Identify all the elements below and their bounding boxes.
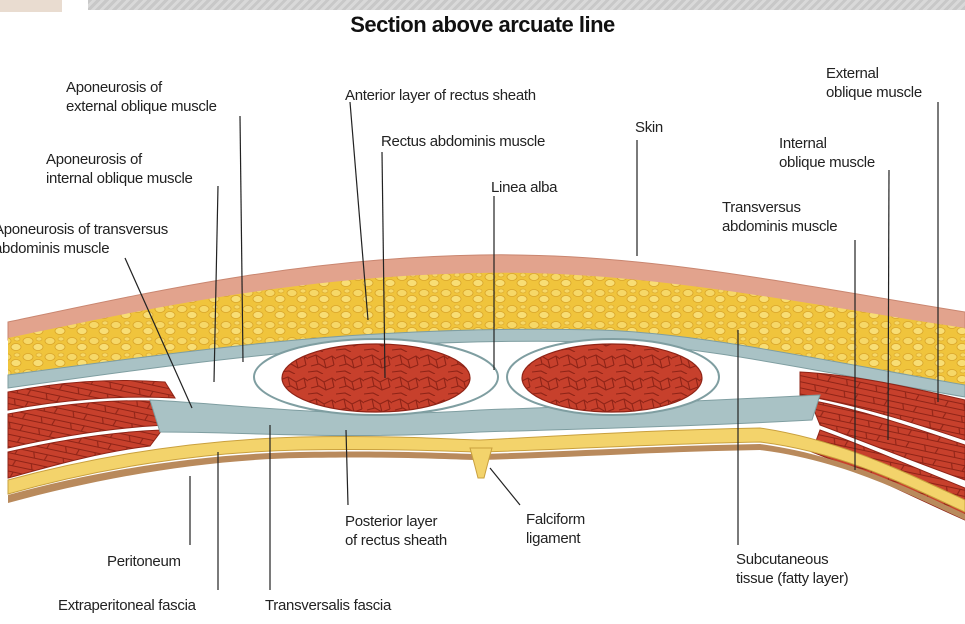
label-aponeurosis-transversus: Aponeurosis of transversus abdominis mus… bbox=[0, 220, 168, 258]
label-linea-alba: Linea alba bbox=[491, 178, 557, 197]
label-internal-oblique: Internal oblique muscle bbox=[779, 134, 875, 172]
label-anterior-layer-rectus-sheath: Anterior layer of rectus sheath bbox=[345, 86, 536, 105]
label-aponeurosis-internal-oblique: Aponeurosis of internal oblique muscle bbox=[46, 150, 193, 188]
label-transversus-abdominis: Transversus abdominis muscle bbox=[722, 198, 837, 236]
label-transversalis-fascia: Transversalis fascia bbox=[265, 596, 391, 615]
label-rectus-abdominis: Rectus abdominis muscle bbox=[381, 132, 545, 151]
label-skin: Skin bbox=[635, 118, 663, 137]
label-external-oblique: External oblique muscle bbox=[826, 64, 922, 102]
right-rectus-abdominis bbox=[522, 344, 702, 412]
falciform-ligament-shape bbox=[470, 448, 492, 478]
label-posterior-layer-rectus-sheath: Posterior layer of rectus sheath bbox=[345, 512, 447, 550]
label-peritoneum: Peritoneum bbox=[107, 552, 181, 571]
label-falciform-ligament: Falciform ligament bbox=[526, 510, 585, 548]
left-rectus-abdominis bbox=[282, 344, 470, 412]
label-aponeurosis-external-oblique: Aponeurosis of external oblique muscle bbox=[66, 78, 217, 116]
label-extraperitoneal-fascia: Extraperitoneal fascia bbox=[58, 596, 196, 615]
label-subcutaneous-tissue: Subcutaneous tissue (fatty layer) bbox=[736, 550, 848, 588]
